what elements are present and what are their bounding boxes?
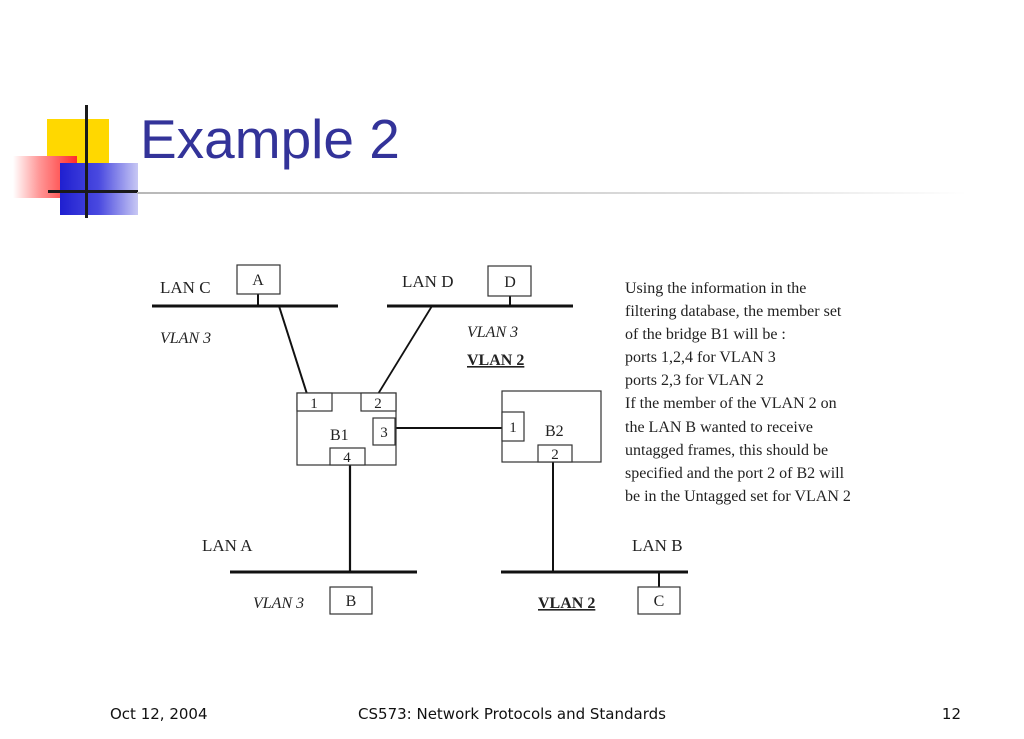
description-line: specified and the port 2 of B2 will [625, 464, 845, 482]
footer-course-title: CS573: Network Protocols and Standards [358, 705, 666, 723]
title-underline [137, 192, 967, 194]
host-d-box [487, 265, 532, 297]
b2-port-1-box [501, 411, 525, 442]
b2-port-2-box [537, 444, 573, 463]
vlan-tag-lan-a: VLAN 3 [253, 595, 304, 612]
b2-port-2-label: 2 [551, 447, 559, 463]
b1-port-1-label: 1 [310, 396, 318, 412]
bridge-b2-label: B2 [545, 423, 564, 440]
description-line: filtering database, the member set [625, 303, 842, 321]
vlan-tag-lan-c: VLAN 3 [160, 330, 211, 347]
description-line: the LAN B wanted to receive [625, 418, 813, 436]
logo-yellow-square [47, 119, 109, 163]
host-c-box [637, 586, 681, 615]
vlan-tag-lan-d-bottom: VLAN 2 [467, 352, 524, 369]
slide-title: Example 2 [140, 108, 400, 170]
b1-port-3-box [372, 417, 396, 446]
b1-port-4-label: 4 [343, 450, 351, 466]
b1-port-2-box [360, 392, 397, 412]
description-line: If the member of the VLAN 2 on [625, 395, 837, 413]
vlan-tag-lan-d-top: VLAN 3 [467, 324, 518, 341]
b1-port-4-box [329, 447, 366, 466]
description-line: be in the Untagged set for VLAN 2 [625, 487, 851, 505]
lan-a-label: LAN A [202, 536, 253, 555]
footer-date: Oct 12, 2004 [110, 705, 208, 723]
lan-c-label: LAN C [160, 278, 211, 297]
host-b-label: B [346, 593, 357, 610]
description-line: ports 2,3 for VLAN 2 [625, 372, 764, 390]
lan-d-label: LAN D [402, 272, 453, 291]
bridge-b1-label: B1 [330, 427, 349, 444]
host-b-box [329, 586, 373, 615]
logo-blue-square [60, 163, 138, 215]
description-line: of the bridge B1 will be : [625, 326, 786, 344]
b2-port-1-label: 1 [509, 420, 517, 436]
description-line: ports 1,2,4 for VLAN 3 [625, 349, 776, 367]
b1-port1-link [278, 305, 308, 395]
description-text: Using the information in the filtering d… [625, 277, 915, 508]
host-a-label: A [252, 272, 264, 289]
host-d-label: D [504, 274, 516, 291]
b1-port2-link [377, 305, 433, 395]
b1-port-2-label: 2 [374, 396, 382, 412]
vlan-tag-lan-b: VLAN 2 [538, 595, 595, 612]
logo-horizontal-line [48, 190, 138, 193]
b1-port-3-label: 3 [380, 425, 388, 441]
footer-page-number: 12 [941, 705, 961, 723]
host-a-box [236, 264, 281, 295]
host-c-label: C [654, 593, 665, 610]
description-line: Using the information in the [625, 280, 807, 297]
description-line: untagged frames, this should be [625, 441, 829, 459]
logo-vertical-line [85, 105, 88, 218]
lan-b-label: LAN B [632, 536, 683, 555]
b1-port-1-box [296, 392, 333, 412]
